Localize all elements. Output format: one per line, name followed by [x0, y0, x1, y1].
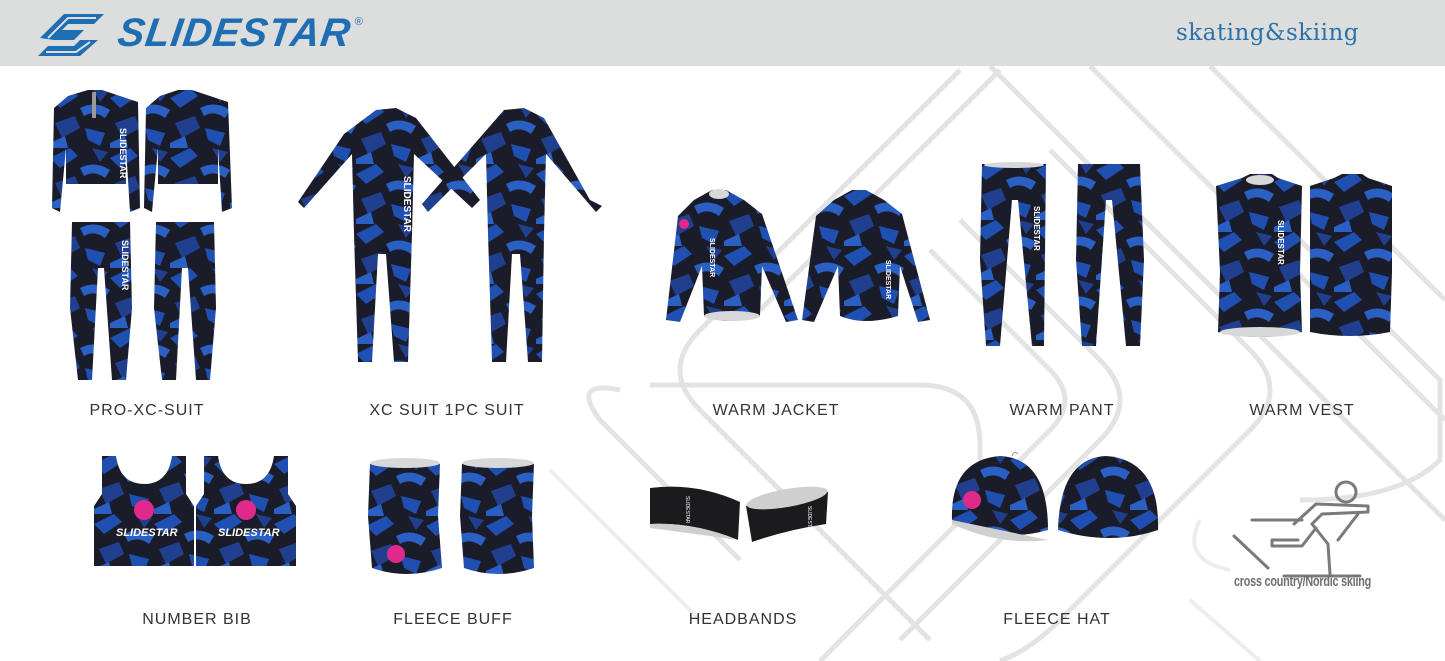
bib-print-left: SLIDESTAR: [116, 527, 178, 539]
slidestar-s-logo-icon: [38, 14, 104, 56]
bib-print-right: SLIDESTAR: [218, 527, 280, 539]
product-pro-xc-suit[interactable]: SLIDESTAR SLIDESTAR: [50, 88, 240, 384]
warm-pant-image: SLIDESTAR: [980, 162, 1144, 346]
svg-text:SLIDESTAR: SLIDESTAR: [806, 506, 812, 534]
product-label-xc-suit-1pc: XC SUIT 1PC SUIT: [369, 402, 525, 419]
brand-logo: SLIDESTAR ®: [34, 8, 363, 58]
warm-jacket-image: SLIDESTAR SLIDESTAR: [666, 189, 930, 322]
fleece-hat-image: [951, 451, 1159, 542]
product-fleece-buff[interactable]: [366, 456, 538, 578]
svg-text:SLIDESTAR: SLIDESTAR: [1032, 206, 1041, 251]
product-label-warm-pant: WARM PANT: [1009, 402, 1115, 419]
product-number-bib[interactable]: SLIDESTAR SLIDESTAR: [94, 454, 296, 568]
product-label-pro-xc-suit: PRO-XC-SUIT: [89, 402, 205, 419]
svg-text:SLIDESTAR: SLIDESTAR: [708, 238, 715, 277]
headbands-image: SLIDESTAR SLIDESTAR: [650, 486, 828, 542]
registered-mark: ®: [354, 16, 363, 28]
svg-text:SLIDESTAR: SLIDESTAR: [884, 260, 891, 299]
sport-badge-label: cross country/Nordic skiing: [1234, 573, 1372, 590]
product-warm-pant[interactable]: SLIDESTAR: [976, 160, 1148, 352]
header-banner: SLIDESTAR ® skating&skiing: [0, 0, 1445, 66]
pro-xc-suit-image: SLIDESTAR SLIDESTAR: [52, 90, 232, 380]
warm-vest-image: SLIDESTAR: [1216, 174, 1392, 337]
svg-text:SLIDESTAR: SLIDESTAR: [120, 240, 130, 291]
product-label-fleece-buff: FLEECE BUFF: [393, 611, 513, 628]
svg-text:SLIDESTAR: SLIDESTAR: [401, 176, 412, 233]
product-label-warm-jacket: WARM JACKET: [712, 402, 840, 419]
number-bib-image: SLIDESTAR SLIDESTAR: [94, 456, 296, 566]
product-label-headbands: HEADBANDS: [688, 611, 798, 628]
product-label-warm-vest: WARM VEST: [1249, 402, 1355, 419]
product-fleece-hat[interactable]: [950, 450, 1162, 546]
product-xc-suit-1pc[interactable]: SLIDESTAR: [296, 104, 608, 368]
svg-text:SLIDESTAR: SLIDESTAR: [118, 128, 128, 179]
product-label-fleece-hat: FLEECE HAT: [1003, 611, 1111, 628]
product-warm-jacket[interactable]: SLIDESTAR SLIDESTAR: [664, 186, 936, 326]
svg-text:SLIDESTAR: SLIDESTAR: [1276, 220, 1285, 265]
brand-name: SLIDESTAR: [114, 10, 354, 55]
svg-text:SLIDESTAR: SLIDESTAR: [684, 496, 690, 524]
xc-suit-1pc-image: SLIDESTAR: [298, 108, 602, 362]
product-label-number-bib: NUMBER BIB: [142, 611, 252, 628]
product-headbands[interactable]: SLIDESTAR SLIDESTAR: [646, 484, 832, 546]
fleece-buff-image: [368, 458, 534, 574]
background-track-lines: [548, 66, 1445, 661]
tagline: skating&skiing: [1175, 20, 1359, 46]
product-warm-vest[interactable]: SLIDESTAR: [1214, 172, 1398, 340]
cross-country-skier-icon: [1232, 480, 1370, 578]
